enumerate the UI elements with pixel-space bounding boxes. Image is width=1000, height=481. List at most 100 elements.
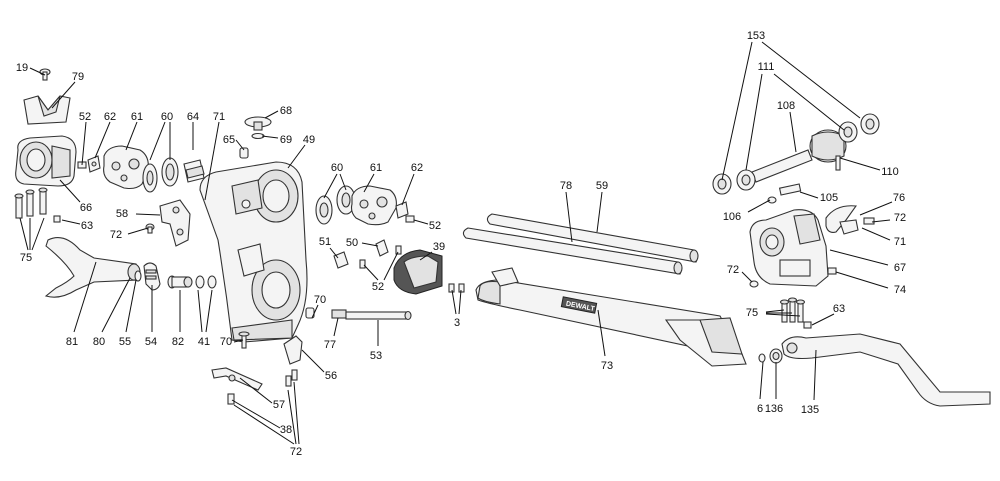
leader-line bbox=[73, 261, 97, 333]
leader-line bbox=[231, 399, 281, 429]
part-number-label: 55 bbox=[119, 336, 131, 348]
part-number-label: 68 bbox=[280, 105, 292, 117]
part-screw-52b bbox=[405, 215, 415, 223]
callout-c58: 58 bbox=[116, 208, 161, 220]
part-number-label: 78 bbox=[560, 180, 572, 192]
leader-line bbox=[127, 227, 149, 235]
callout-c49: 49 bbox=[287, 134, 315, 169]
callout-c69: 69 bbox=[261, 134, 292, 146]
part-number-label: 63 bbox=[833, 303, 845, 315]
part-number-label: 71 bbox=[894, 236, 906, 248]
part-number-label: 54 bbox=[145, 336, 157, 348]
leader-line bbox=[94, 121, 111, 159]
leader-line bbox=[233, 404, 295, 445]
part-number-label: 19 bbox=[16, 62, 28, 74]
part-washers-41 bbox=[195, 275, 217, 289]
callout-c19: 19 bbox=[16, 62, 46, 76]
leader-line bbox=[759, 361, 764, 400]
leader-line bbox=[565, 191, 573, 243]
callout-c38: 38 bbox=[231, 399, 292, 436]
part-number-label: 39 bbox=[433, 241, 445, 253]
part-cam-plate-61a bbox=[103, 145, 149, 190]
callout-c51: 51 bbox=[319, 236, 339, 259]
part-screws-bottom bbox=[227, 369, 298, 405]
part-tube-78 bbox=[462, 227, 683, 275]
callout-c75b: 75 bbox=[746, 307, 801, 319]
part-number-label: 56 bbox=[325, 370, 337, 382]
leader-line bbox=[859, 201, 893, 216]
part-drawings: DEWALT bbox=[14, 68, 991, 407]
part-number-label: 69 bbox=[280, 134, 292, 146]
part-number-label: 61 bbox=[370, 162, 382, 174]
part-mount-67 bbox=[749, 209, 829, 287]
part-number-label: 63 bbox=[81, 220, 93, 232]
leader-line bbox=[339, 173, 347, 191]
leader-line bbox=[323, 173, 338, 199]
callout-c53: 53 bbox=[370, 320, 382, 362]
part-number-label: 65 bbox=[223, 134, 235, 146]
leader-line bbox=[301, 349, 325, 373]
part-number-label: 105 bbox=[820, 192, 838, 204]
leader-line bbox=[811, 313, 835, 326]
part-spring-77 bbox=[331, 309, 347, 319]
part-number-label: 76 bbox=[893, 192, 905, 204]
part-number-label: 70 bbox=[314, 294, 326, 306]
leader-line bbox=[59, 179, 81, 203]
leader-line bbox=[19, 217, 29, 251]
callout-c52a: 52 bbox=[79, 111, 91, 166]
part-screws-75b bbox=[779, 297, 806, 323]
part-scale-39 bbox=[393, 249, 443, 295]
part-number-label: 77 bbox=[324, 339, 336, 351]
callout-c75a: 75 bbox=[19, 217, 45, 264]
part-number-label: 41 bbox=[198, 336, 210, 348]
part-bracket-56 bbox=[283, 335, 303, 365]
leader-line bbox=[125, 279, 137, 333]
leader-line bbox=[287, 389, 297, 445]
part-clip-50 bbox=[359, 239, 402, 269]
part-housing-49 bbox=[199, 161, 308, 343]
part-pin-106 bbox=[767, 196, 777, 204]
part-rod-57 bbox=[211, 367, 263, 391]
leader-line bbox=[789, 111, 797, 153]
callout-c50: 50 bbox=[346, 237, 379, 249]
part-number-label: 6 bbox=[757, 403, 763, 415]
callout-c73: 73 bbox=[597, 309, 613, 372]
leader-line bbox=[765, 309, 785, 313]
leader-line bbox=[205, 289, 213, 333]
callout-c70b: 70 bbox=[311, 294, 326, 319]
callout-c3: 3 bbox=[451, 289, 462, 329]
part-number-label: 62 bbox=[411, 162, 423, 174]
part-number-label: 51 bbox=[319, 236, 331, 248]
part-number-label: 50 bbox=[346, 237, 358, 249]
part-lever-54 bbox=[143, 262, 161, 291]
callout-c72c: 72 bbox=[871, 212, 906, 224]
part-plate-62a bbox=[87, 155, 101, 173]
callout-c39: 39 bbox=[419, 241, 445, 261]
callout-c55: 55 bbox=[119, 279, 137, 348]
callout-c60a: 60 bbox=[149, 111, 173, 161]
part-number-label: 52 bbox=[79, 111, 91, 123]
part-number-label: 49 bbox=[303, 134, 315, 146]
part-number-label: 58 bbox=[116, 208, 128, 220]
leader-line bbox=[363, 173, 375, 193]
leader-line bbox=[835, 271, 889, 289]
part-number-label: 75 bbox=[20, 252, 32, 264]
part-clip-64 bbox=[183, 159, 205, 183]
callout-c136: 136 bbox=[765, 362, 783, 415]
leader-line bbox=[765, 313, 801, 317]
callout-c61a: 61 bbox=[125, 111, 143, 151]
callout-c52c: 52 bbox=[363, 251, 399, 293]
leader-line bbox=[741, 271, 753, 283]
part-number-label: 64 bbox=[187, 111, 199, 123]
callout-c67: 67 bbox=[829, 249, 906, 274]
leader-line bbox=[401, 173, 415, 206]
callout-c41: 41 bbox=[197, 289, 213, 348]
callout-c74: 74 bbox=[835, 271, 906, 296]
part-number-label: 57 bbox=[273, 399, 285, 411]
leader-line bbox=[293, 381, 300, 445]
part-washer-80 bbox=[134, 270, 142, 282]
part-number-label: 74 bbox=[894, 284, 906, 296]
part-number-label: 111 bbox=[758, 61, 775, 73]
callout-c72a: 72 bbox=[110, 227, 149, 241]
